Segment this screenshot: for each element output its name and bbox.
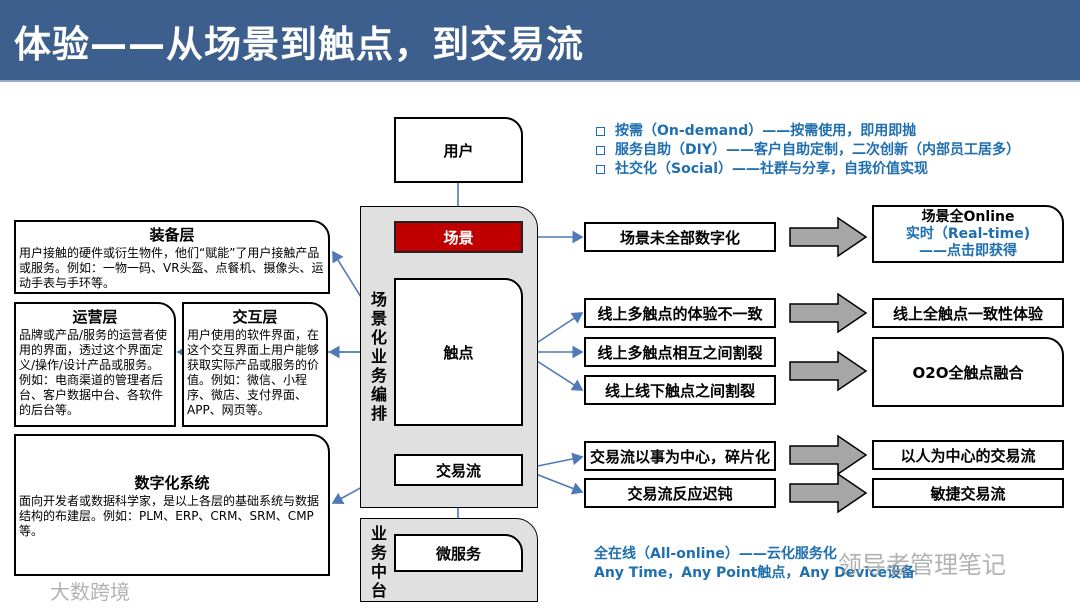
solution-touch-1: 线上全触点一致性体验 (872, 298, 1064, 328)
problem-trade-2: 交易流反应迟钝 (584, 478, 776, 508)
bullet-square-icon (596, 146, 605, 155)
watermark-left: 大数跨境 (50, 580, 130, 604)
title-underline (0, 80, 1080, 82)
scene-orchestration-label: 场景化业务编排 (370, 290, 387, 423)
operation-layer: 运营层 品牌或产品/服务的运营者使用的界面，透过这个界面定义/操作/设计产品或服… (14, 302, 176, 427)
solution-scene-line2: 实时（Real-time) (905, 225, 1031, 242)
operation-layer-desc: 品牌或产品/服务的运营者使用的界面，透过这个界面定义/操作/设计产品或服务。例如… (19, 328, 168, 417)
solution-trade-2: 敏捷交易流 (872, 478, 1064, 508)
all-online-line1: 全在线（All-online）——云化服务化 (594, 546, 837, 562)
digital-system-desc: 面向开发者或数据科学家，是以上各层的基础系统与数据结构的布建层。例如：PLM、E… (19, 494, 320, 538)
solution-scene-line3: ——点击即获得 (919, 242, 1017, 259)
all-online-note: 全在线（All-online）——云化服务化 Any Time，Any Poin… (594, 545, 915, 583)
block-arrow-scene (789, 216, 868, 258)
interaction-layer: 交互层 用户使用的软件界面，在这个交互界面上用户能够获取实际产品或服务的价值。例… (182, 302, 328, 427)
bullet-on-demand: 按需（On-demand）——按需使用，即用即抛 (596, 122, 1020, 141)
equipment-layer: 装备层 用户接触的硬件或衍生物件，他们“赋能”了用户接触产品或服务。例如：一物一… (14, 220, 330, 294)
trade-flow-box: 交易流 (394, 454, 523, 486)
operation-layer-title: 运营层 (72, 308, 118, 326)
title-bar: 体验——从场景到触点，到交易流 (0, 0, 1080, 82)
scene-box: 场景 (394, 221, 523, 253)
equipment-layer-title: 装备层 (149, 226, 195, 244)
solution-trade-1: 以人为中心的交易流 (872, 440, 1064, 470)
all-online-line2: Any Time，Any Point触点，Any Device设备 (594, 565, 916, 581)
solution-scene-line1: 场景全Online (921, 208, 1015, 225)
problem-touch-3: 线上线下触点之间割裂 (584, 375, 776, 405)
business-midplatform-label: 业务中台 (370, 524, 387, 600)
bullet-square-icon (596, 165, 605, 174)
problem-touch-2: 线上多触点相互之间割裂 (584, 337, 776, 367)
solution-scene: 场景全Online 实时（Real-time) ——点击即获得 (872, 205, 1064, 263)
bullet-square-icon (596, 127, 605, 136)
touchpoint-box: 触点 (394, 278, 523, 426)
block-arrow-trade1 (789, 434, 868, 476)
problem-scene: 场景未全部数字化 (584, 222, 776, 252)
bullet-social: 社交化（Social）——社群与分享，自我价值实现 (596, 160, 1020, 179)
block-arrow-touch2 (789, 350, 868, 392)
digital-system-layer: 数字化系统 面向开发者或数据科学家，是以上各层的基础系统与数据结构的布建层。例如… (14, 434, 330, 576)
feature-bullets: 按需（On-demand）——按需使用，即用即抛 服务自助（DIY）——客户自助… (596, 122, 1020, 179)
problem-trade-1: 交易流以事为中心，碎片化 (584, 441, 776, 471)
interaction-layer-desc: 用户使用的软件界面，在这个交互界面上用户能够获取实际产品或服务的价值。例如：微信… (187, 328, 320, 417)
bullet-diy: 服务自助（DIY）——客户自助定制，二次创新（内部员工居多） (596, 141, 1020, 160)
problem-touch-1: 线上多触点的体验不一致 (584, 298, 776, 328)
page-title: 体验——从场景到触点，到交易流 (14, 23, 584, 66)
microservice-box: 微服务 (394, 534, 523, 572)
user-box: 用户 (394, 117, 523, 183)
solution-touch-2: O2O全触点融合 (872, 337, 1064, 407)
block-arrow-trade2 (789, 472, 868, 514)
watermark-right: 领导者管理笔记 (838, 551, 1006, 579)
block-arrow-touch1 (789, 292, 868, 334)
equipment-layer-desc: 用户接触的硬件或衍生物件，他们“赋能”了用户接触产品或服务。例如：一物一码、VR… (19, 246, 324, 290)
interaction-layer-title: 交互层 (232, 308, 278, 326)
digital-system-title: 数字化系统 (134, 474, 210, 492)
